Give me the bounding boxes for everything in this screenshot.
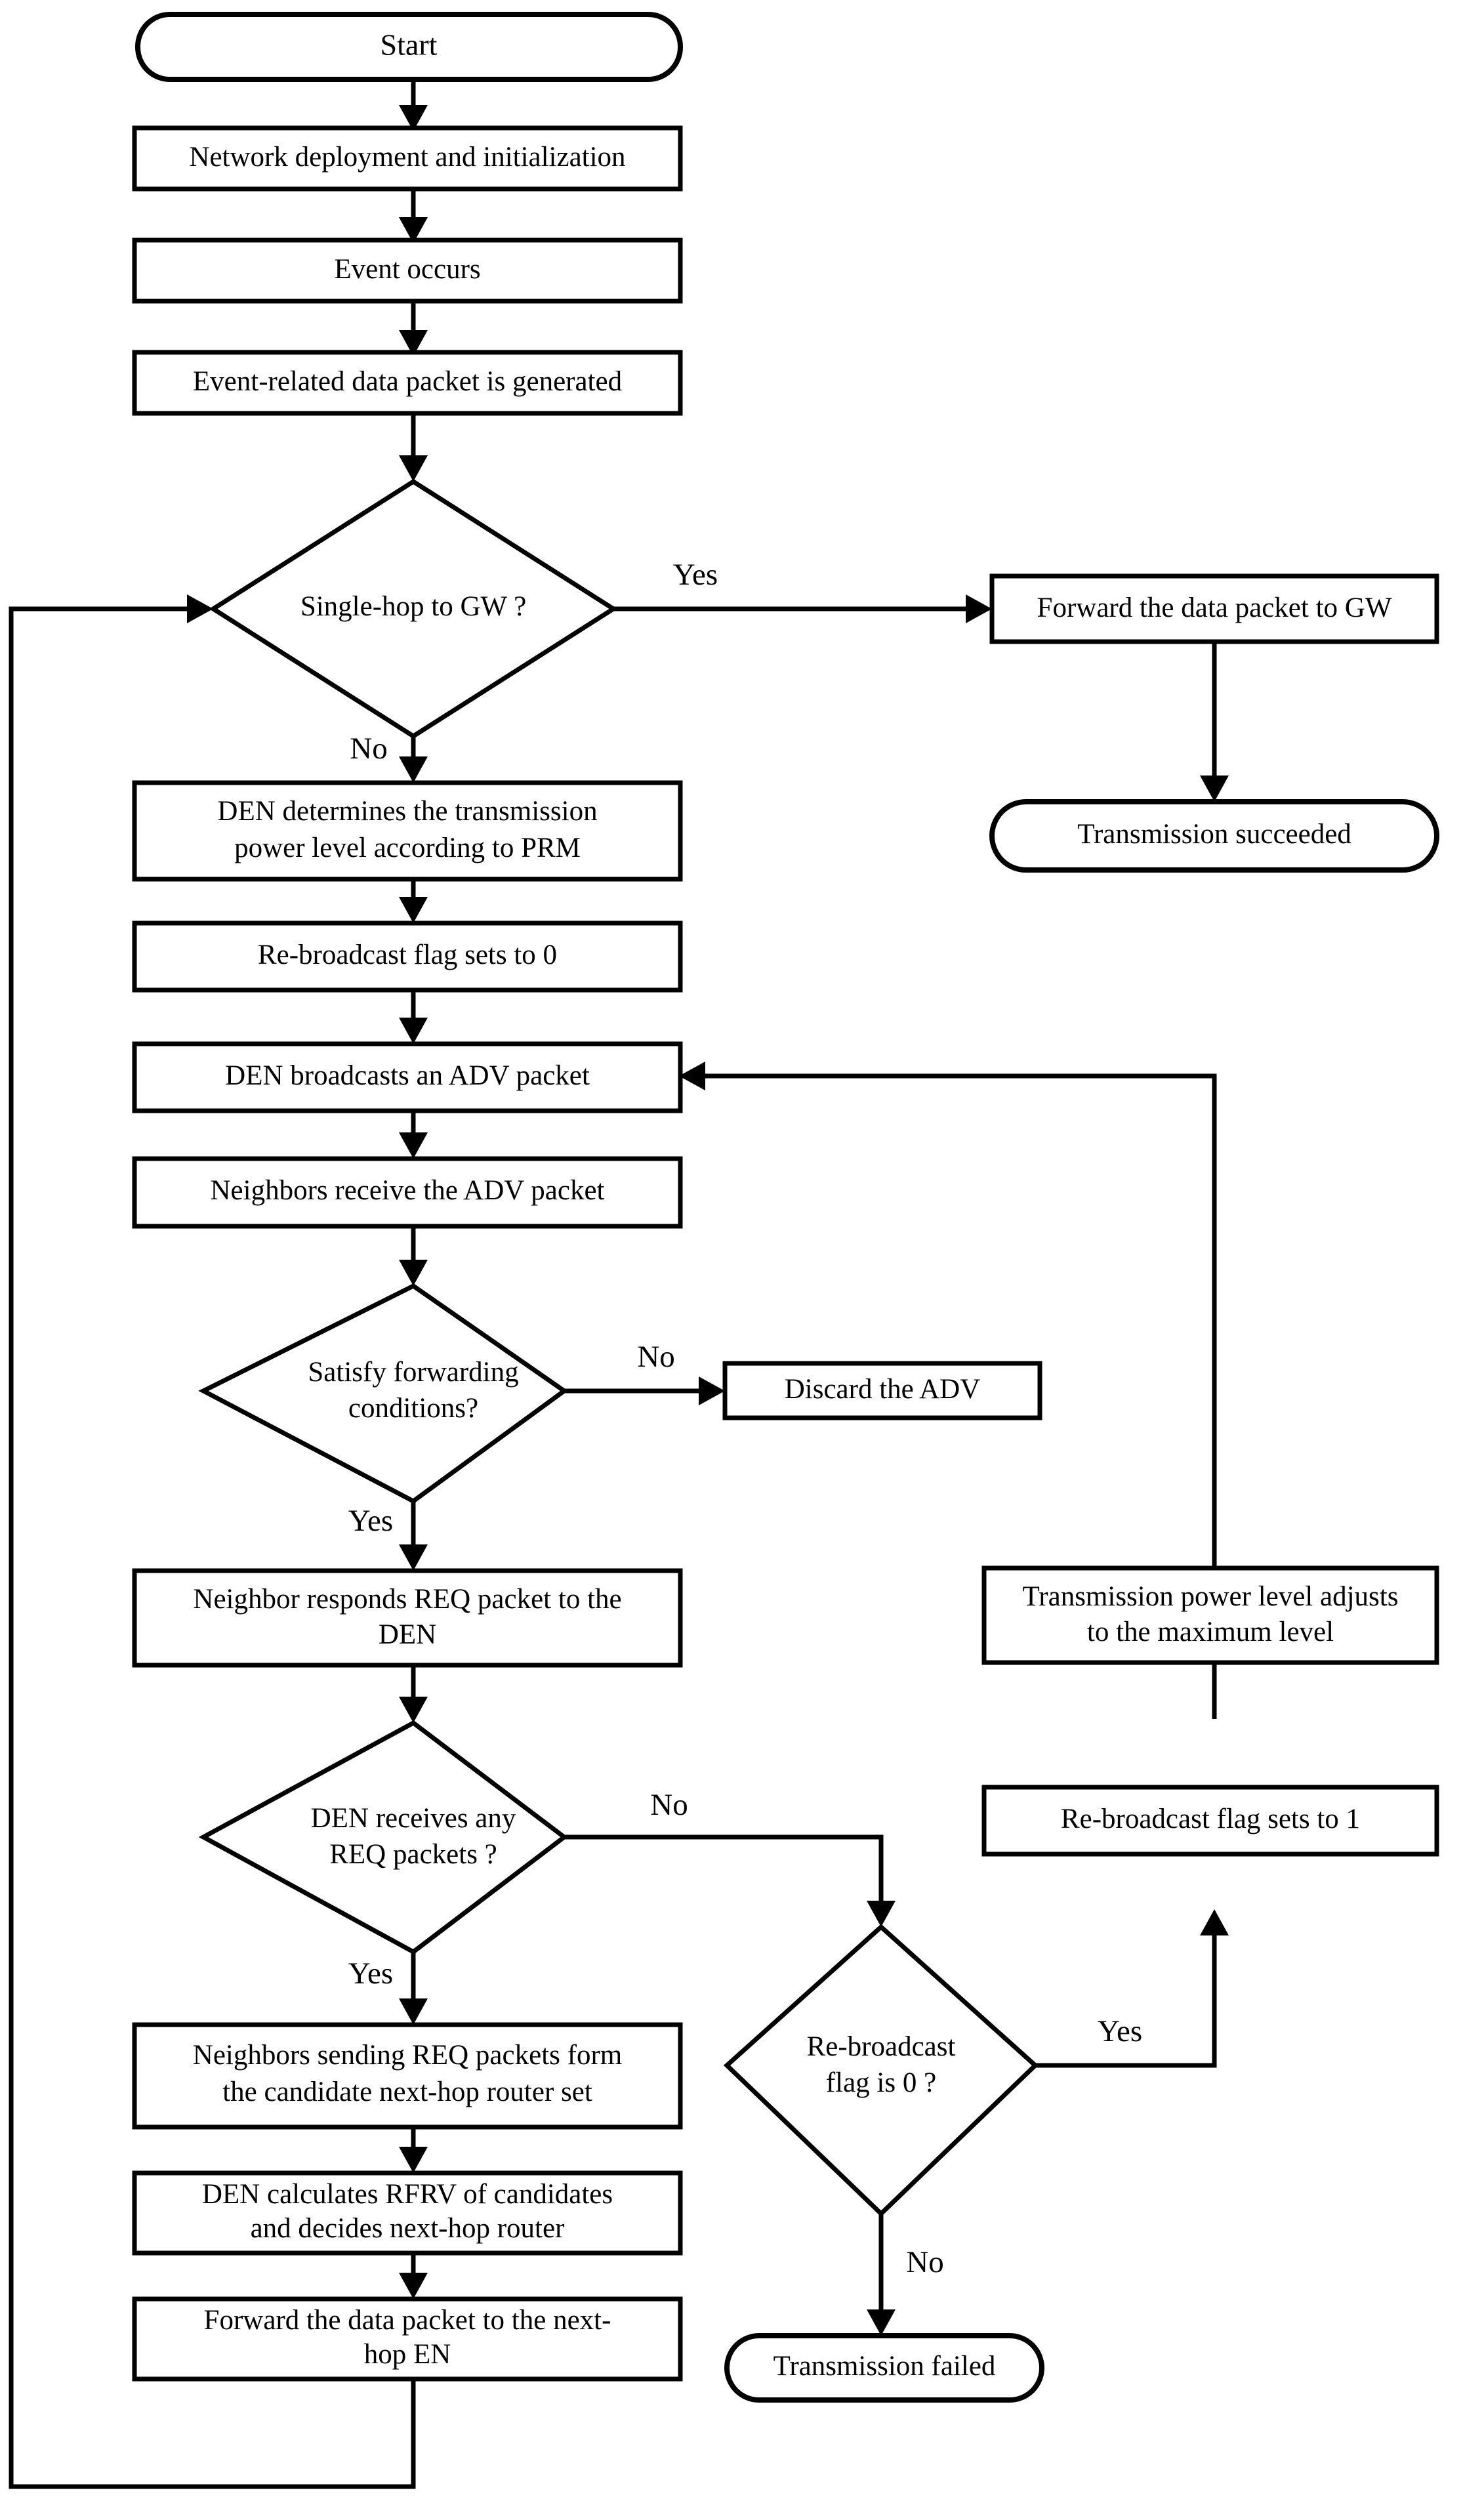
node-den-receives-req-decision[interactable]: DEN receives any REQ packets ? [198, 1720, 568, 1955]
node-den-receives-req-line1: DEN receives any [311, 1803, 516, 1834]
node-neighbors-receive-adv[interactable]: Neighbors receive the ADV packet [132, 1156, 683, 1229]
edge-denbroadcast-to-neighborsrecv [399, 1111, 428, 1159]
node-neighbors-receive-adv-label: Neighbors receive the ADV packet [211, 1175, 605, 1206]
node-discard-adv[interactable]: Discard the ADV [722, 1361, 1042, 1420]
node-den-calculates-rfrv-line1: DEN calculates RFRV of candidates [202, 2179, 613, 2210]
edge-event-to-packetgen [399, 301, 428, 356]
node-event-occurs[interactable]: Event occurs [132, 238, 683, 304]
edge-flagiszero-yes-to-flagone [1035, 1909, 1229, 2068]
node-den-broadcasts-adv-label: DEN broadcasts an ADV packet [225, 1060, 590, 1091]
node-flag-is-zero-line1: Re-broadcast [807, 2031, 956, 2062]
node-candidate-router-set-line2: the candidate next-hop router set [222, 2077, 592, 2107]
node-flag-is-zero-decision[interactable]: Re-broadcast flag is 0 ? [723, 1924, 1039, 2217]
node-single-hop-label: Single-hop to GW ? [300, 591, 526, 622]
node-start[interactable]: Start [135, 12, 683, 82]
node-rebroadcast-flag-zero-label: Re-broadcast flag sets to 0 [258, 940, 557, 970]
node-transmission-failed[interactable]: Transmission failed [724, 2333, 1044, 2403]
node-single-hop-decision[interactable]: Single-hop to GW ? [209, 478, 618, 739]
edge-flagzero-to-denbroadcast [399, 990, 428, 1044]
edge-neighborsrecv-to-satisfyfwd [399, 1226, 428, 1286]
node-packet-generated-label: Event-related data packet is generated [193, 366, 622, 397]
node-den-calculates-rfrv[interactable]: DEN calculates RFRV of candidates and de… [132, 2170, 683, 2256]
node-flag-is-zero-line2: flag is 0 ? [826, 2067, 936, 2098]
edge-label-flagiszero-yes: Yes [1098, 2014, 1142, 2048]
edge-label-satisfy-no: No [637, 1340, 674, 1374]
node-forward-next-hop-en-line1: Forward the data packet to the next- [204, 2305, 611, 2336]
edge-candidateset-to-rfrv [399, 2127, 428, 2173]
node-forward-next-hop-en[interactable]: Forward the data packet to the next- hop… [132, 2296, 683, 2382]
edge-label-satisfy-yes: Yes [348, 1504, 393, 1538]
edge-forwardgw-to-txsucceeded [1200, 642, 1229, 802]
edge-start-to-deploy [399, 79, 428, 131]
edge-deploy-to-event [399, 189, 428, 243]
node-rebroadcast-flag-one[interactable]: Re-broadcast flag sets to 1 [981, 1785, 1439, 1857]
node-neighbor-responds-req-line1: Neighbor responds REQ packet to the [193, 1584, 621, 1615]
edge-denrecv-yes-to-candidateset [399, 1952, 428, 2025]
edge-forwardnexthop-to-singlehop [9, 594, 416, 2489]
node-forward-to-gw-label: Forward the data packet to GW [1037, 592, 1392, 623]
node-neighbor-responds-req[interactable]: Neighbor responds REQ packet to the DEN [132, 1568, 683, 1668]
node-transmission-failed-label: Transmission failed [773, 2351, 996, 2382]
node-satisfy-forwarding-line2: conditions? [348, 1393, 478, 1424]
node-den-broadcasts-adv[interactable]: DEN broadcasts an ADV packet [132, 1041, 683, 1113]
edge-neighborreq-to-denrecvreq [399, 1665, 428, 1723]
node-transmission-succeeded[interactable]: Transmission succeeded [989, 799, 1439, 873]
node-satisfy-forwarding-decision[interactable]: Satisfy forwarding conditions? [198, 1283, 569, 1504]
node-rebroadcast-flag-zero[interactable]: Re-broadcast flag sets to 0 [132, 921, 683, 993]
node-den-determines-power[interactable]: DEN determines the transmission power le… [132, 780, 683, 882]
node-transmission-succeeded-label: Transmission succeeded [1077, 819, 1351, 850]
node-forward-to-gw[interactable]: Forward the data packet to GW [989, 573, 1439, 644]
node-den-calculates-rfrv-line2: and decides next-hop router [251, 2213, 565, 2244]
edge-label-denrecv-no: No [650, 1788, 688, 1822]
edge-label-flagiszero-no: No [906, 2245, 943, 2279]
node-discard-adv-label: Discard the ADV [785, 1374, 981, 1405]
edge-satisfy-yes-to-neighborreq [399, 1501, 428, 1571]
node-forward-next-hop-en-line2: hop EN [364, 2339, 451, 2370]
node-den-determines-power-line2: power level according to PRM [234, 833, 581, 863]
edge-rfrv-to-forwardnexthop [399, 2253, 428, 2299]
edge-singlehop-no-to-denpower [399, 736, 428, 783]
node-power-level-max-line2: to the maximum level [1087, 1617, 1334, 1647]
node-satisfy-forwarding-line1: Satisfy forwarding [308, 1357, 518, 1388]
node-candidate-router-set[interactable]: Neighbors sending REQ packets form the c… [132, 2022, 683, 2130]
node-network-deployment[interactable]: Network deployment and initialization [132, 125, 683, 192]
edge-packetgen-to-singlehop [399, 413, 428, 482]
edge-label-singlehop-no: No [350, 732, 387, 766]
edge-powermax-to-denbroadcast [679, 1062, 1217, 1719]
edge-singlehop-yes-to-forwardgw [613, 594, 992, 623]
node-den-receives-req-line2: REQ packets ? [329, 1839, 497, 1870]
node-power-level-max-line1: Transmission power level adjusts [1023, 1581, 1399, 1612]
node-candidate-router-set-line1: Neighbors sending REQ packets form [193, 2040, 622, 2071]
node-neighbor-responds-req-line2: DEN [379, 1619, 436, 1650]
edge-label-denrecv-yes: Yes [348, 1956, 393, 1991]
node-rebroadcast-flag-one-label: Re-broadcast flag sets to 1 [1061, 1804, 1360, 1834]
edge-satisfy-no-to-discardadv [564, 1376, 725, 1405]
node-event-occurs-label: Event occurs [334, 254, 480, 285]
node-packet-generated[interactable]: Event-related data packet is generated [132, 350, 683, 416]
node-power-level-max[interactable]: Transmission power level adjusts to the … [981, 1565, 1439, 1665]
node-start-label: Start [381, 28, 438, 62]
edge-denpower-to-flagzero [399, 879, 428, 923]
node-network-deployment-label: Network deployment and initialization [189, 142, 625, 173]
node-den-determines-power-line1: DEN determines the transmission [217, 796, 597, 827]
edge-label-singlehop-yes: Yes [673, 558, 718, 592]
edge-denrecv-no-to-flagiszero [564, 1834, 896, 1927]
edge-flagiszero-no-to-txfailed [867, 2214, 896, 2336]
